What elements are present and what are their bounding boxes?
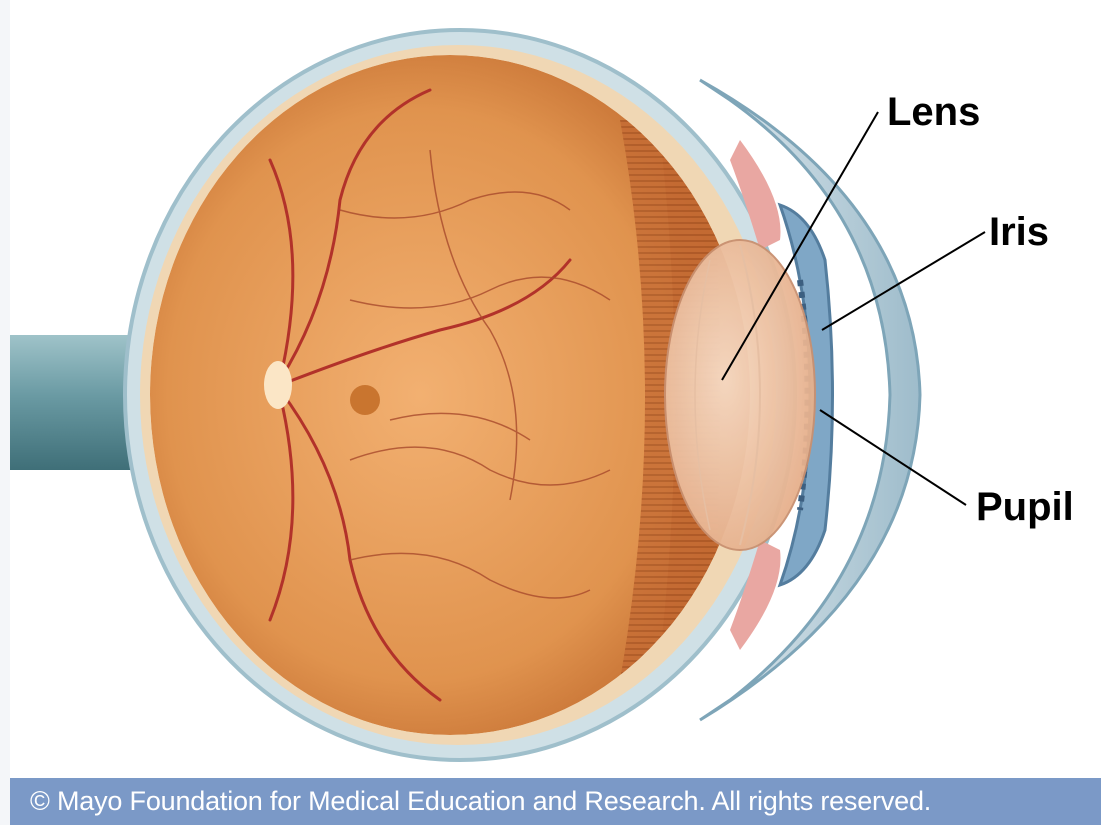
eye-anatomy-illustration: Lens Iris Pupil [10,0,1101,778]
copyright-bar: © Mayo Foundation for Medical Education … [10,778,1101,825]
copyright-text: © Mayo Foundation for Medical Education … [10,778,931,825]
label-iris: Iris [989,212,1049,252]
label-pupil: Pupil [976,487,1074,527]
lens [665,240,815,550]
label-lens: Lens [887,92,980,132]
